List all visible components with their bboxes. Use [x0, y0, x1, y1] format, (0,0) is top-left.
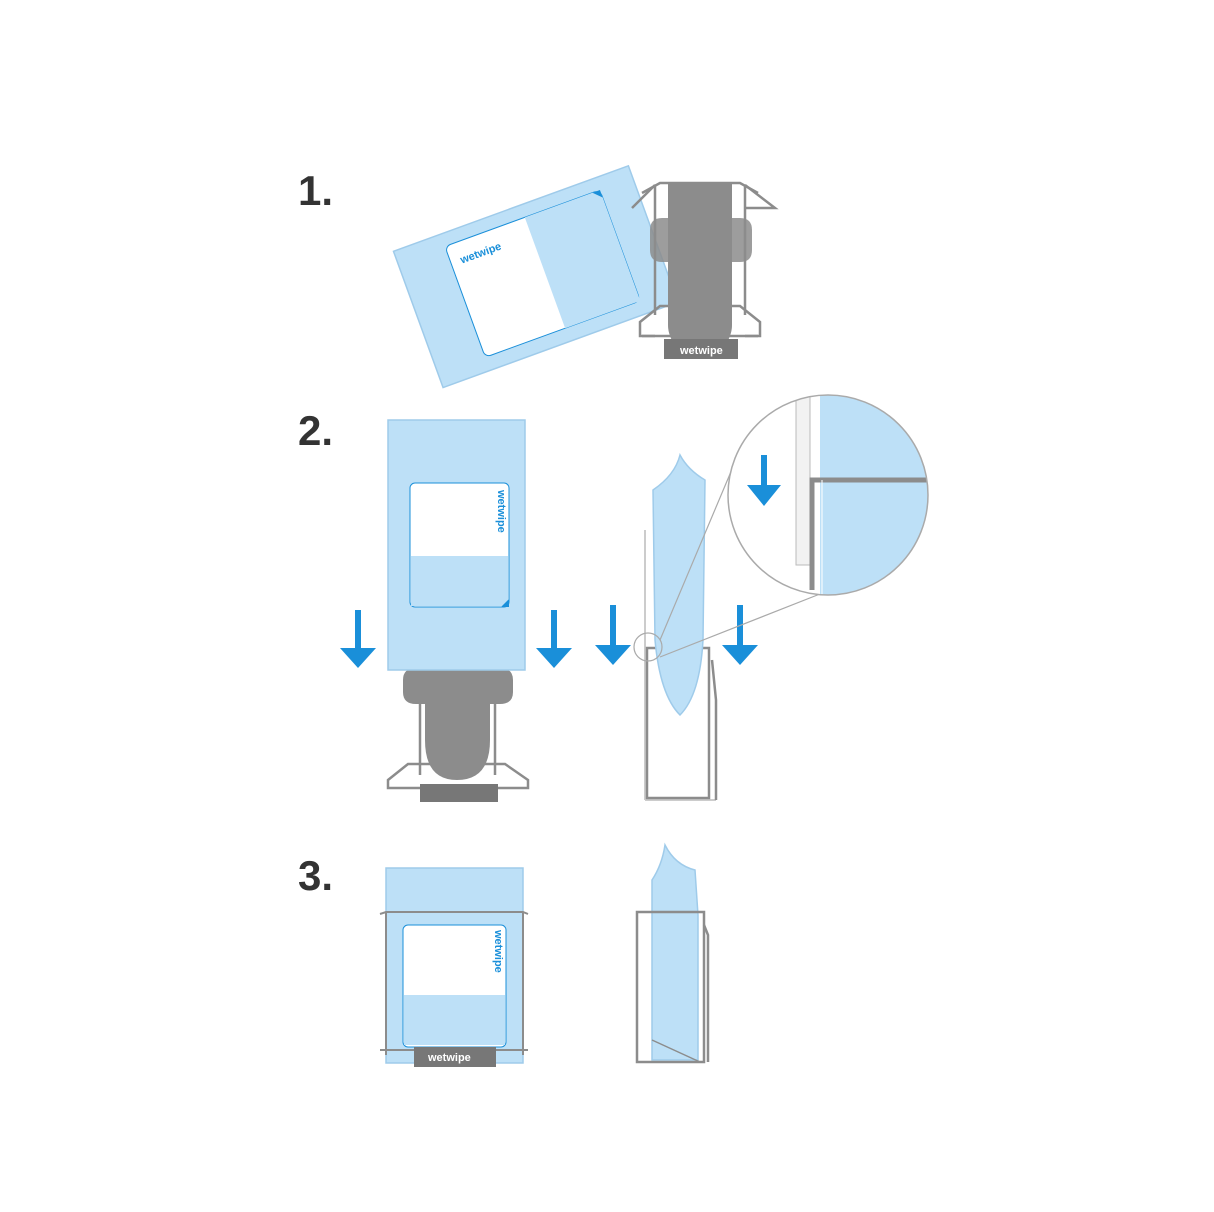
wall-holder-front: [386, 648, 530, 802]
holder-logo: wetwipe: [427, 1052, 471, 1064]
wipes-pack-side-installed: [635, 842, 710, 1064]
arrow-down-icon: [747, 455, 781, 506]
brand-logo: wetwipe: [492, 929, 504, 973]
wipes-pack-installed: wetwipe wetwipe: [379, 867, 529, 1067]
arrow-down-icon: [595, 605, 758, 665]
step-number: 1.: [298, 167, 333, 214]
brand-logo: wetwipe: [495, 489, 507, 533]
arrow-down-icon: [340, 610, 572, 668]
step-3: 3. wetwipe wetwipe: [298, 842, 710, 1067]
wipes-pack-side: [652, 452, 706, 717]
detail-magnifier: [633, 394, 929, 662]
step-number: 2.: [298, 407, 333, 454]
step-number: 3.: [298, 852, 333, 899]
step-1: 1. wetwipe wetwipe: [298, 164, 779, 389]
step-2: 2. wetwipe: [298, 394, 929, 802]
wall-holder-front: wetwipe: [631, 181, 779, 359]
wipes-pack-upright: wetwipe: [387, 419, 526, 671]
wipes-pack-tilted: wetwipe: [392, 164, 679, 389]
holder-logo: wetwipe: [679, 345, 723, 357]
